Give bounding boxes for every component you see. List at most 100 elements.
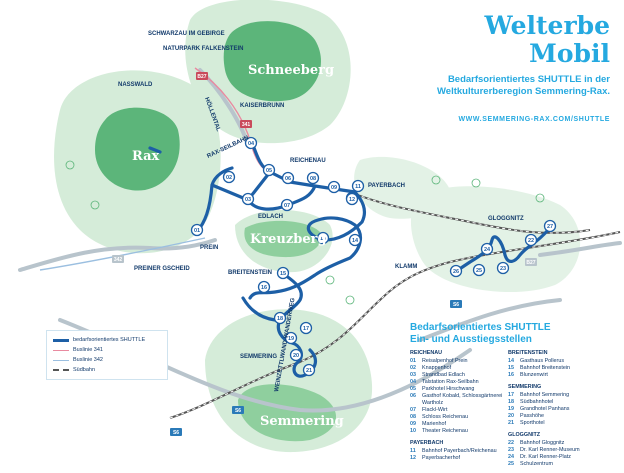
legend-label: Südbahn <box>73 367 96 373</box>
title-line-2: Mobil <box>529 39 610 68</box>
stop-label: Payerbacherhof <box>422 455 461 461</box>
route-pin[interactable]: 16 <box>257 280 271 294</box>
tree-icon <box>90 200 100 210</box>
tree-icon <box>345 295 355 305</box>
svg-text:B27: B27 <box>197 74 206 80</box>
mountain-label-semmering: Semmering <box>260 414 344 429</box>
svg-text:S6: S6 <box>173 430 179 436</box>
pin-marker-icon <box>351 179 365 193</box>
pin-marker-icon <box>299 321 313 335</box>
pin-marker-icon <box>289 348 303 362</box>
pin-marker-icon <box>302 363 316 377</box>
pin-number: 18 <box>277 316 283 322</box>
mountain-label-rax: Rax <box>132 149 160 164</box>
pin-marker-icon <box>449 264 463 278</box>
route-pin[interactable]: 25 <box>472 263 486 277</box>
tree-icon <box>535 193 545 203</box>
route-pin[interactable]: 15 <box>276 266 290 280</box>
website-link[interactable]: WWW.SEMMERING-RAX.COM/SHUTTLE <box>458 116 610 123</box>
svg-text:B27: B27 <box>526 260 535 266</box>
pin-number: 03 <box>245 197 251 203</box>
pin-number: 21 <box>306 368 312 374</box>
route-pin[interactable]: 11 <box>351 179 365 193</box>
pin-marker-icon <box>241 192 255 206</box>
pin-marker-icon <box>480 242 494 256</box>
stop-number: 12 <box>410 455 416 461</box>
svg-text:341: 341 <box>242 122 251 128</box>
route-pin[interactable]: 24 <box>480 242 494 256</box>
stop-number: 07 <box>410 407 416 413</box>
legend-swatch <box>53 349 69 351</box>
pin-marker-icon <box>222 170 236 184</box>
stop-item: 14 Gasthaus Pollerus <box>508 358 608 365</box>
route-pin[interactable]: 13 <box>316 231 330 245</box>
route-pin[interactable]: 17 <box>299 321 313 335</box>
pin-marker-icon <box>262 163 276 177</box>
route-pin[interactable]: 07 <box>280 198 294 212</box>
route-pin[interactable]: 26 <box>449 264 463 278</box>
stop-label: Bahnhof Breitenstein <box>520 365 571 371</box>
stop-label: Bahnhof Gloggnitz <box>520 440 565 446</box>
stop-label: Gasthaus Pollerus <box>520 358 565 364</box>
pin-marker-icon <box>327 180 341 194</box>
stop-item: 07 Flackl-Wirt <box>410 407 510 414</box>
route-pin[interactable]: 04 <box>244 136 258 150</box>
schneeberg-peak <box>223 21 321 102</box>
stop-number: 14 <box>508 358 514 364</box>
route-pin[interactable]: 01 <box>190 223 204 237</box>
route-pin[interactable]: 14 <box>348 233 362 247</box>
stop-label: Bahnhof Payerbach/Reichenau <box>422 448 497 454</box>
stop-number: 08 <box>410 414 416 420</box>
route-pin[interactable]: 06 <box>281 171 295 185</box>
svg-text:S6: S6 <box>453 302 459 308</box>
route-pin[interactable]: 02 <box>222 170 236 184</box>
pin-number: 27 <box>547 224 553 230</box>
route-pin[interactable]: 05 <box>262 163 276 177</box>
route-pin[interactable]: 20 <box>289 348 303 362</box>
peak-areas <box>95 21 337 442</box>
pin-number: 19 <box>288 336 294 342</box>
route-pin[interactable]: 03 <box>241 192 255 206</box>
route-pin[interactable]: 19 <box>284 331 298 345</box>
kreuzberg-peak <box>244 220 322 258</box>
route-pin[interactable]: 27 <box>543 219 557 233</box>
stop-label: Flackl-Wirt <box>422 407 448 413</box>
stop-number: 05 <box>410 386 416 392</box>
pin-number: 15 <box>280 271 286 277</box>
stop-group-heading: PAYERBACH <box>410 440 444 446</box>
pin-marker-icon <box>257 280 271 294</box>
place-label: PREINER GSCHEID <box>134 266 190 272</box>
tree-icon <box>431 175 441 185</box>
legend-item: Südbahn <box>53 365 161 375</box>
subtitle: Bedarfsorientiertes SHUTTLE in der Weltk… <box>437 74 610 97</box>
place-label: SEMMERING <box>240 354 277 360</box>
stop-number: 09 <box>410 421 416 427</box>
route-pin[interactable]: 08 <box>306 171 320 185</box>
route-pin[interactable]: 12 <box>345 192 359 206</box>
stop-number: 22 <box>508 440 514 446</box>
route-pin[interactable]: 22 <box>524 233 538 247</box>
legend-item: Buslinie 341 <box>53 345 161 355</box>
pin-number: 25 <box>476 268 482 274</box>
stop-label: Marienhof <box>422 421 446 427</box>
route-pin[interactable]: 23 <box>496 261 510 275</box>
stop-label: Grandhotel Panhans <box>520 406 570 412</box>
semmering-peak <box>238 384 337 442</box>
route-pin[interactable]: 09 <box>327 180 341 194</box>
pin-marker-icon <box>273 311 287 325</box>
route-pin[interactable]: 18 <box>273 311 287 325</box>
pin-marker-icon <box>543 219 557 233</box>
route-pin[interactable]: 21 <box>302 363 316 377</box>
stop-group-heading: REICHENAU <box>410 350 443 356</box>
pin-number: 07 <box>284 203 290 209</box>
